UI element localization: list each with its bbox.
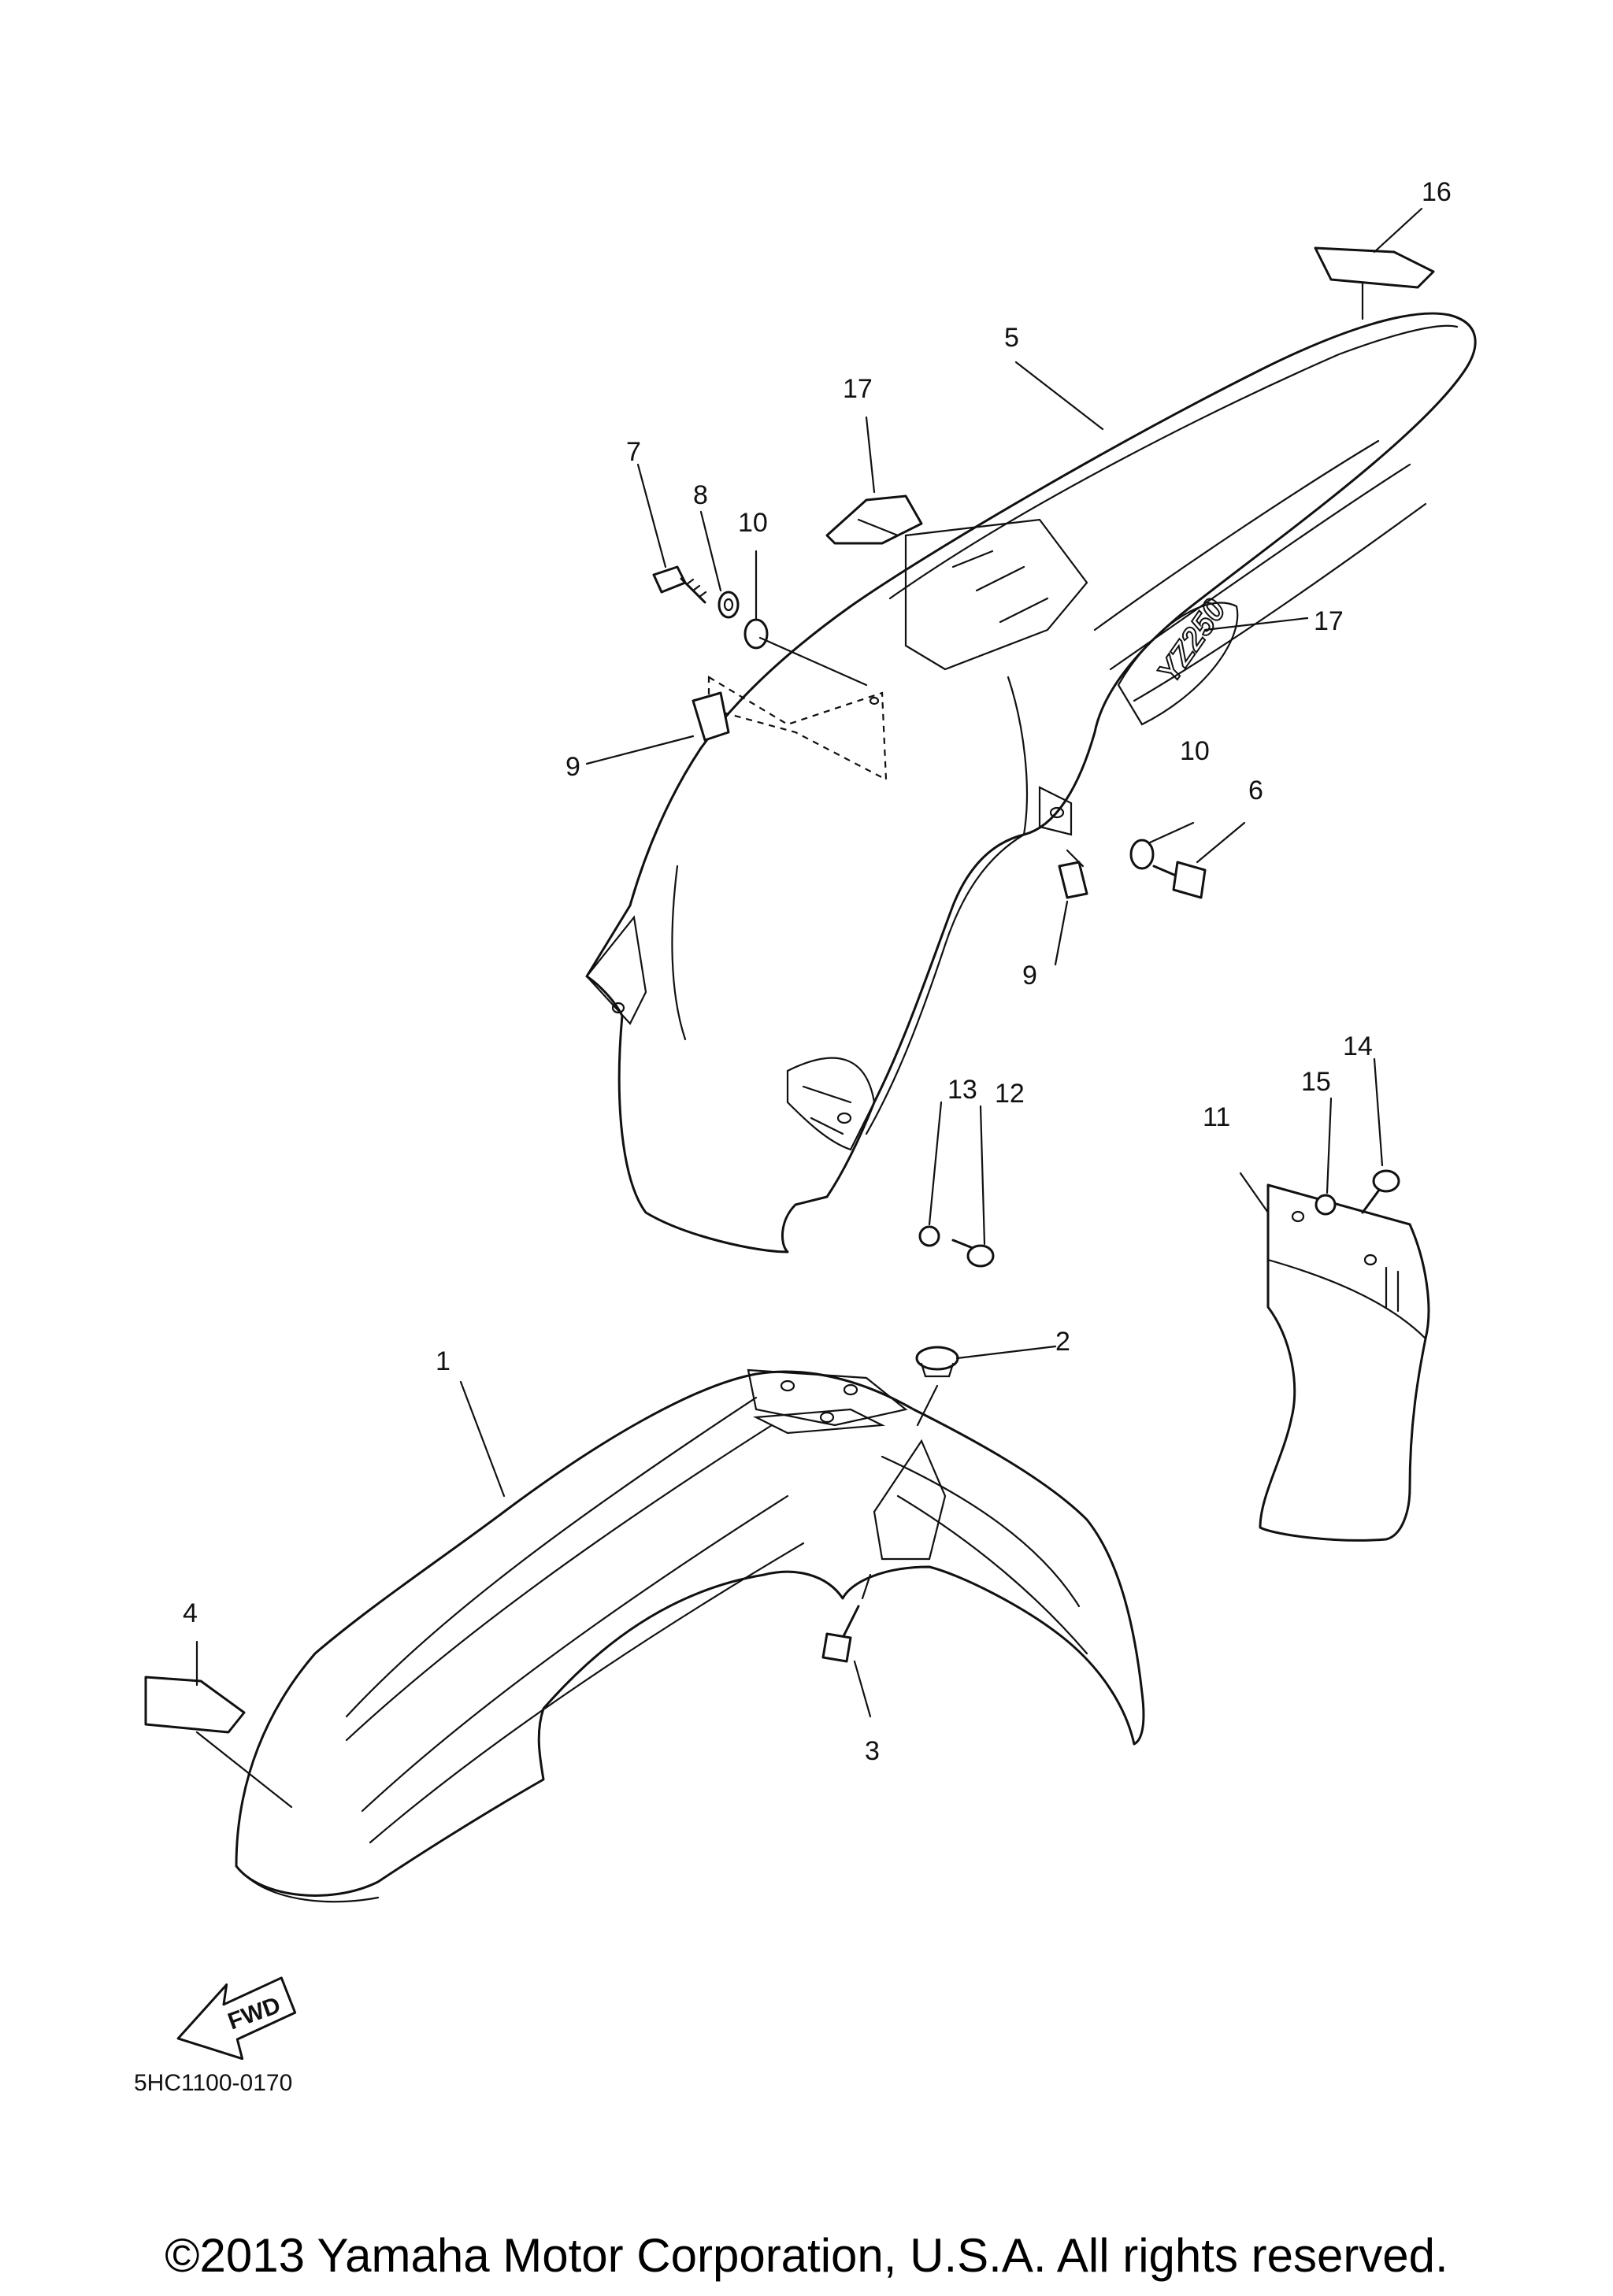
callout-9-lower: 9 [1022, 961, 1037, 991]
callout-5: 5 [1004, 323, 1019, 353]
forward-arrow: FWD [176, 1976, 297, 2061]
callout-10-upper: 10 [738, 508, 768, 538]
mount-hole [869, 696, 880, 705]
callout-8: 8 [693, 480, 708, 510]
decal-16 [1314, 246, 1435, 289]
diagram-code: 5HC1100-0170 [134, 2070, 292, 2096]
callout-9-upper: 9 [565, 752, 580, 782]
mud-flap [1259, 1183, 1430, 1542]
bolt-axis [861, 1573, 872, 1600]
bolt-6 [1152, 861, 1207, 899]
nut-9-lower [1058, 861, 1088, 899]
callout-7: 7 [626, 437, 641, 467]
callout-1: 1 [436, 1346, 451, 1376]
bolt-3 [821, 1605, 860, 1663]
callout-4: 4 [183, 1598, 198, 1628]
decal-4 [144, 1676, 246, 1734]
callout-6: 6 [1248, 776, 1263, 805]
callout-17-upper: 17 [843, 374, 873, 404]
callout-16: 16 [1422, 177, 1452, 207]
callout-10-lower: 10 [1180, 736, 1210, 766]
washer-8-hole [723, 598, 734, 612]
rear-fender: YZ250 [585, 312, 1477, 1254]
callout-13: 13 [947, 1075, 977, 1105]
screw-12 [951, 1239, 995, 1268]
bolt-7 [652, 565, 707, 604]
collar-10-upper [743, 618, 769, 650]
washer-15 [1315, 1194, 1337, 1216]
grommet-axis [916, 1384, 939, 1427]
callout-17-lower: 17 [1314, 606, 1344, 636]
callout-11: 11 [1203, 1102, 1230, 1132]
callout-2: 2 [1055, 1327, 1070, 1357]
grommet-2 [915, 1346, 959, 1378]
decal-17-upper [825, 494, 923, 545]
washer-8 [718, 591, 740, 619]
front-fender [235, 1368, 1145, 1903]
copyright-notice: ©2013 Yamaha Motor Corporation, U.S.A. A… [165, 2229, 1448, 2282]
callout-12: 12 [995, 1079, 1025, 1109]
grommet-13 [918, 1225, 940, 1247]
screw-14 [1361, 1169, 1400, 1214]
callout-14: 14 [1343, 1031, 1373, 1061]
callout-15: 15 [1301, 1067, 1331, 1097]
callout-3: 3 [865, 1736, 880, 1766]
leader-lines [195, 207, 1423, 1809]
callout-numbers: 1 2 3 4 5 6 7 8 9 9 10 10 11 12 13 14 15… [183, 177, 1452, 1766]
nut-9-upper [692, 691, 730, 742]
collar-10-lower [1129, 839, 1155, 870]
